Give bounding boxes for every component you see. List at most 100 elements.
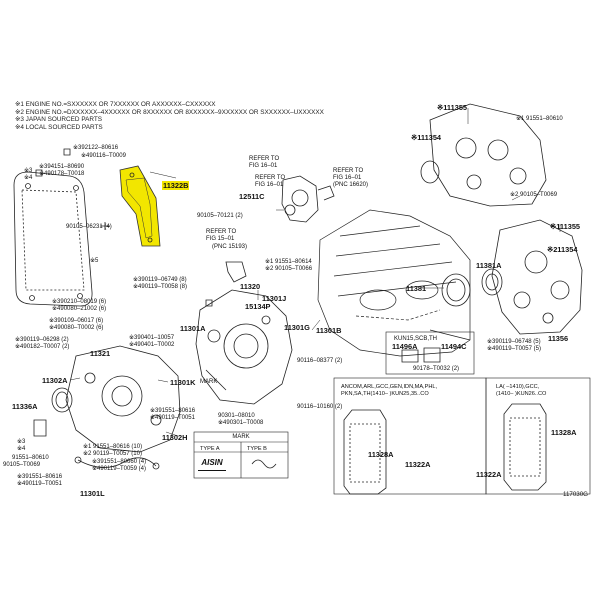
part-label-l60[interactable]: 90116–08377 (2) — [297, 358, 343, 364]
part-label-l69[interactable]: ※2 90105–T0069 — [510, 192, 558, 198]
part-label-l37[interactable]: ※390401–10057 — [129, 335, 175, 341]
part-label-l30[interactable]: ※390109–06017 (6) — [49, 318, 104, 324]
part-label-l58[interactable]: ※490119–T0051 — [17, 481, 62, 487]
note-1: ※1 ENGINE NO.=SXXXXXX OR 7XXXXXX OR AXXX… — [15, 101, 216, 108]
part-label-l10[interactable]: FIG 16–01 — [249, 163, 278, 169]
part-label-l51[interactable]: ※1 91551–80616 (10) — [83, 444, 143, 450]
part-label-l63[interactable]: 11496A — [392, 342, 418, 351]
variant-right-line1: LA( –1410),GCC, — [496, 384, 540, 390]
part-label-l73[interactable]: 11381 — [406, 284, 427, 293]
part-label-l56[interactable]: ※490119–T0059 (4) — [92, 466, 146, 472]
part-label-l11[interactable]: REFER TO — [255, 175, 286, 181]
part-label-l25[interactable]: 11320 — [240, 282, 261, 291]
seals-left — [33, 387, 73, 437]
part-label-l62[interactable]: KUN15,SCB,TH — [394, 336, 438, 342]
timing-cover-left — [13, 171, 93, 307]
part-label-l64[interactable]: 11494C — [441, 342, 467, 351]
note-3: ※3 JAPAN SOURCED PARTS — [15, 116, 103, 124]
part-label-11322B[interactable]: 11322B — [162, 181, 190, 190]
part-label-l44[interactable]: ※391551–80616 — [150, 408, 196, 414]
part-label-l12[interactable]: FIG 16–01 — [255, 182, 284, 188]
part-label-l6[interactable]: ※4 — [24, 175, 33, 181]
note-4: ※4 LOCAL SOURCED PARTS — [15, 123, 103, 131]
part-label-l43[interactable]: 11336A — [12, 402, 38, 411]
variant-box-right — [485, 377, 591, 495]
part-label-l16[interactable]: 12511C — [239, 192, 265, 201]
part-label-l45[interactable]: ※490119–T0051 — [150, 415, 195, 421]
part-label-l59[interactable]: 11301L — [80, 489, 105, 498]
part-label-l2[interactable]: ※490116–T0009 — [81, 153, 126, 159]
mark-type-a: TYPE A — [200, 446, 220, 452]
part-label-l22[interactable]: ※2 90105–T0066 — [265, 266, 313, 272]
part-label-l9[interactable]: REFER TO — [249, 156, 280, 162]
part-label-l70[interactable]: ※111355 — [550, 222, 581, 231]
part-label-l47[interactable]: ※490301–T0008 — [218, 420, 264, 426]
part-label-l52[interactable]: ※2 90119–T0057 (10) — [83, 451, 142, 457]
part-label-l42[interactable]: MARK — [200, 379, 218, 385]
small-brackets — [205, 261, 441, 363]
part-label-l32[interactable]: 11301A — [180, 324, 206, 333]
part-label-l18[interactable]: REFER TO — [206, 229, 237, 235]
part-label-l71[interactable]: ※211354 — [547, 245, 578, 254]
part-label-l72[interactable]: 11381A — [476, 261, 502, 270]
part-label-l31[interactable]: ※490080–T0002 (6) — [49, 325, 104, 331]
part-label-l55[interactable]: ※391551–80660 (4) — [92, 459, 147, 465]
part-label-l49[interactable]: ※3 — [17, 439, 26, 445]
part-label-l75[interactable]: ※490119–T0057 (5) — [487, 346, 541, 352]
part-label-l14[interactable]: FIG 16–01 — [333, 175, 362, 181]
part-label-l74[interactable]: ※390119–06748 (5) — [487, 339, 541, 345]
part-label-l80[interactable]: 11322A — [476, 470, 502, 479]
part-label-l77[interactable]: 11328A — [368, 450, 394, 459]
part-label-l15[interactable]: (PNC 16620) — [333, 182, 369, 188]
part-label-l34[interactable]: 11301B — [316, 326, 342, 335]
part-label-l57[interactable]: ※391551–80616 — [17, 474, 63, 480]
part-label-l76[interactable]: 11356 — [548, 334, 569, 343]
part-label-l27[interactable]: 15134P — [245, 302, 271, 311]
part-label-l54[interactable]: 90105–T0069 — [3, 462, 41, 468]
part-label-l21[interactable]: ※1 91551–80614 — [265, 259, 312, 265]
part-label-l17[interactable]: 90105–70121 (2) — [197, 213, 243, 219]
part-label-l65[interactable]: 90178–T0032 (2) — [413, 366, 460, 372]
part-label-l3[interactable]: ※394151–80690 — [39, 164, 85, 170]
cover-11321 — [65, 345, 181, 453]
part-label-l36[interactable]: ※490182–T0007 (2) — [15, 344, 70, 350]
part-label-l13[interactable]: REFER TO — [333, 168, 364, 174]
part-label-l26[interactable]: 11301J — [262, 294, 287, 303]
mark-title: MARK — [232, 434, 250, 440]
part-label-l28[interactable]: ※390210–08019 (6) — [52, 299, 107, 305]
part-label-l23[interactable]: ※390119–06749 (8) — [133, 277, 187, 283]
part-label-l19[interactable]: FIG 15–01 — [206, 236, 235, 242]
part-label-l40[interactable]: 11302A — [42, 376, 68, 385]
part-label-l5[interactable]: ※3 — [24, 168, 33, 174]
part-label-l4[interactable]: ※490178–T0018 — [39, 171, 85, 177]
front-cover-11301A — [195, 289, 293, 405]
part-label-l7[interactable]: ※5 — [90, 258, 99, 264]
part-label-l20[interactable]: (PNC 15193) — [212, 244, 248, 250]
part-label-l33[interactable]: 11301G — [284, 323, 310, 332]
part-label-l41[interactable]: 11301K — [170, 378, 196, 387]
part-label-l78[interactable]: 11322A — [405, 460, 431, 469]
part-label-l67[interactable]: ※1 91551–80610 — [516, 116, 563, 122]
part-label-l1[interactable]: ※392122–80616 — [73, 145, 119, 151]
oil-pan-right — [503, 403, 547, 491]
part-label-l48[interactable]: 11302H — [162, 433, 188, 442]
part-label-l29[interactable]: ※490080–21002 (6) — [52, 306, 107, 312]
rear-plate-11356 — [491, 219, 583, 335]
part-11322B-text: 11322B — [162, 181, 190, 190]
part-label-l50[interactable]: ※4 — [17, 446, 26, 452]
part-label-l68[interactable]: ※111354 — [411, 133, 442, 142]
part-label-l8[interactable]: 90105–06231 (4) — [66, 224, 112, 230]
wire-11301L — [77, 457, 157, 468]
part-label-l35[interactable]: ※390119–06298 (2) — [15, 337, 69, 343]
part-label-l39[interactable]: 11321 — [90, 349, 111, 358]
part-label-l53[interactable]: 91551–80610 — [12, 455, 49, 461]
part-label-l66[interactable]: ※111355 — [437, 103, 468, 112]
part-label-l79[interactable]: 11328A — [551, 428, 577, 437]
part-label-l24[interactable]: ※490119–T0058 (8) — [133, 284, 187, 290]
variant-box-kun15 — [385, 331, 475, 375]
part-label-l61[interactable]: 90116–10160 (2) — [297, 404, 343, 410]
part-label-l38[interactable]: ※490401–T0002 — [129, 342, 175, 348]
oil-seal-11381 — [420, 160, 503, 307]
part-label-l46[interactable]: 90301–08010 — [218, 413, 255, 419]
leader-lines — [69, 108, 561, 437]
